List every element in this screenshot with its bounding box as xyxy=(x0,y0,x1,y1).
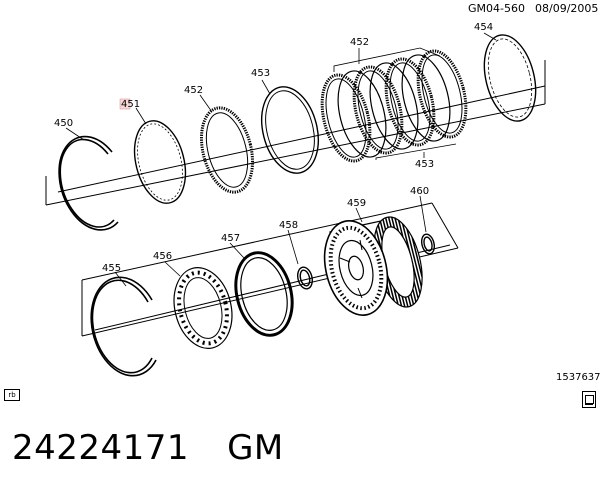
callout-458: 458 xyxy=(279,220,298,231)
part-454-backing-plate xyxy=(483,34,537,122)
corner-tag: rb xyxy=(4,389,20,401)
callout-457: 457 xyxy=(221,233,240,244)
plate-stack-bracket xyxy=(333,47,457,160)
part-footer: 24224171 GM xyxy=(12,428,284,468)
part-451-ring xyxy=(133,120,187,204)
callout-452-single: 452 xyxy=(184,85,203,96)
part-452-453-plate-stack xyxy=(320,49,468,163)
part-456-spring-assembly xyxy=(173,267,233,349)
part-460-seal xyxy=(420,233,436,255)
part-458-seal xyxy=(297,266,313,290)
part-number: 24224171 xyxy=(12,428,190,468)
callout-453-stack: 453 xyxy=(415,159,434,170)
callout-450: 450 xyxy=(54,118,73,129)
leader-lines xyxy=(65,32,497,287)
callout-453-single: 453 xyxy=(251,68,270,79)
reference-number: 1537637 xyxy=(556,372,600,383)
part-450-snap-ring xyxy=(58,135,119,231)
callout-455: 455 xyxy=(102,263,121,274)
part-459-housing xyxy=(323,216,423,316)
drawing-date: 08/09/2005 xyxy=(535,2,598,15)
callout-454: 454 xyxy=(474,22,493,33)
drawing-id: GM04-560 xyxy=(468,2,525,15)
book-icon[interactable] xyxy=(582,391,596,408)
callout-452-stack: 452 xyxy=(350,37,369,48)
brand-name: GM xyxy=(227,428,284,468)
callout-459: 459 xyxy=(347,198,366,209)
part-453-steel-plate xyxy=(261,86,319,174)
part-455-snap-ring xyxy=(90,276,157,377)
callout-451-highlight xyxy=(119,98,131,110)
upper-assembly-frame xyxy=(45,60,546,206)
callout-451: 451 xyxy=(121,99,140,110)
callout-460: 460 xyxy=(410,186,429,197)
callout-456: 456 xyxy=(153,251,172,262)
part-457-piston xyxy=(234,251,294,337)
part-452-clutch-plate xyxy=(199,106,255,194)
